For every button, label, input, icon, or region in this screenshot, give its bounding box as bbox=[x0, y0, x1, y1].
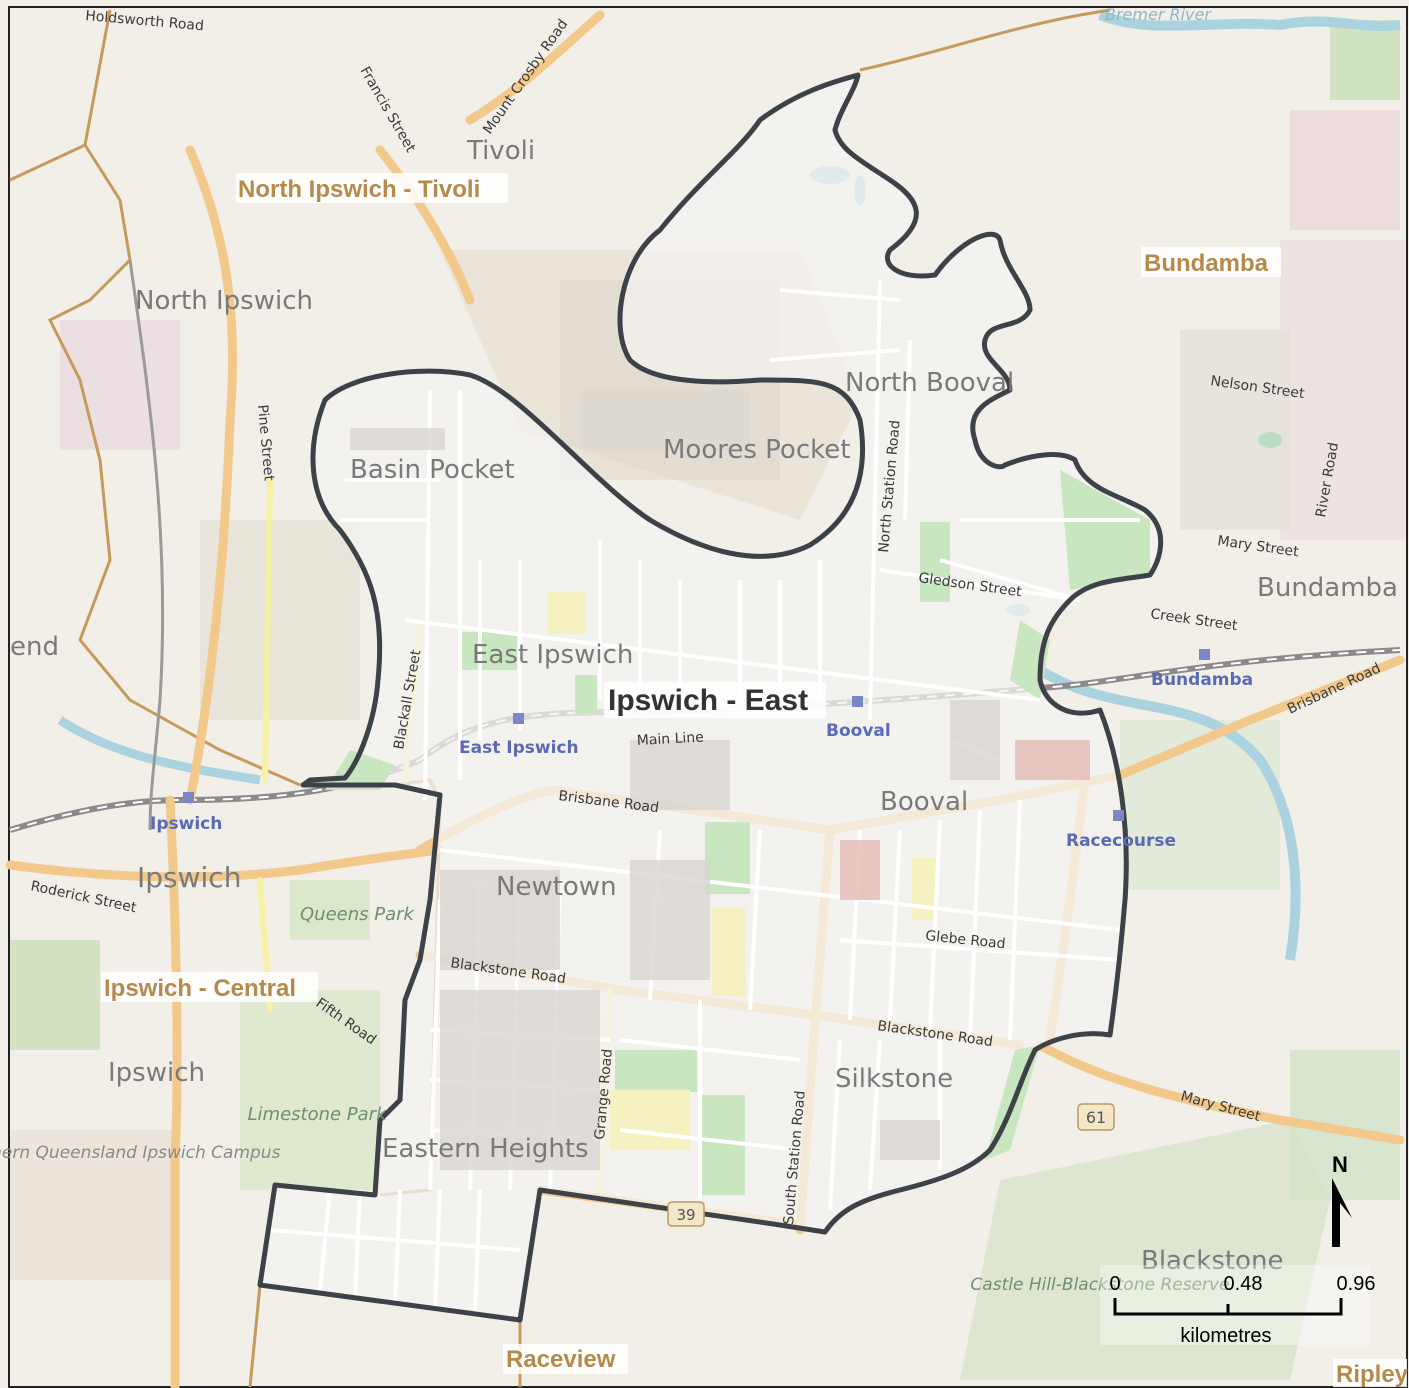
road-shield-39: 39 bbox=[667, 1201, 705, 1227]
suburb-basin-pocket: Basin Pocket bbox=[350, 455, 515, 485]
suburb-end: end bbox=[10, 632, 59, 662]
station-racecourse: Racecourse bbox=[1066, 831, 1176, 851]
suburb-booval: Booval bbox=[880, 787, 968, 817]
station-bundamba: Bundamba bbox=[1151, 670, 1253, 690]
suburb-newtown: Newtown bbox=[496, 872, 617, 902]
north-arrow-icon bbox=[1332, 1178, 1352, 1247]
scale-bar: 0 0.48 0.96 kilometres bbox=[1100, 1265, 1375, 1347]
study-area-boundary bbox=[257, 72, 1164, 1323]
suburb-blackstone: Blackstone bbox=[1141, 1246, 1283, 1276]
park-queens-park: Queens Park bbox=[300, 904, 416, 925]
suburb-tivoli: Tivoli bbox=[466, 136, 535, 166]
park-limestone-park: Limestone Park bbox=[248, 1104, 389, 1125]
buildings bbox=[350, 390, 1090, 1170]
station-labels: East Ipswich Booval Bundamba Ipswich Rac… bbox=[150, 670, 1253, 851]
suburb-moores-pocket: Moores Pocket bbox=[663, 435, 850, 465]
scale-tick-0: 0 bbox=[1109, 1273, 1120, 1295]
suburb-ipswich-south: Ipswich bbox=[108, 1058, 205, 1088]
scale-tick-1: 0.48 bbox=[1224, 1273, 1263, 1295]
road-shield-61: 61 bbox=[1077, 1103, 1115, 1131]
station-ipswich: Ipswich bbox=[150, 814, 222, 834]
road-shield-61-label: 61 bbox=[1086, 1108, 1106, 1127]
scale-bar-line bbox=[1113, 1298, 1343, 1316]
suburb-east-ipswich: East Ipswich bbox=[472, 640, 633, 670]
station-booval: Booval bbox=[826, 721, 891, 741]
suburb-ipswich: Ipswich bbox=[137, 861, 241, 894]
suburb-eastern-heights: Eastern Heights bbox=[382, 1134, 589, 1164]
suburb-north-booval: North Booval bbox=[845, 368, 1014, 398]
park-castle-hill: Castle Hill-Blackstone Reserve bbox=[970, 1275, 1229, 1295]
map-title: Ipswich - East bbox=[608, 684, 808, 717]
north-arrow: N bbox=[1332, 1152, 1352, 1247]
river-label-bremer: Bremer River bbox=[1105, 5, 1212, 24]
station-markers bbox=[183, 649, 1210, 821]
suburb-silkstone: Silkstone bbox=[835, 1064, 953, 1094]
station-east-ipswich: East Ipswich bbox=[459, 738, 579, 758]
map-frame bbox=[8, 6, 1408, 1388]
region-bundamba: Bundamba bbox=[1144, 250, 1269, 277]
street-grange-road: Grange Road bbox=[592, 1048, 616, 1140]
suburb-north-ipswich: North Ipswich bbox=[135, 286, 313, 316]
region-labels: North Ipswich - Tivoli Bundamba Ipswich … bbox=[101, 173, 1409, 1388]
scale-tick-2: 0.96 bbox=[1337, 1273, 1376, 1295]
park-usq-ipswich: University of Southern Queensland Ipswic… bbox=[0, 1143, 281, 1163]
region-raceview: Raceview bbox=[506, 1346, 616, 1373]
road-shield-39-label: 39 bbox=[676, 1206, 695, 1224]
suburb-bundamba: Bundamba bbox=[1257, 573, 1398, 603]
region-north-ipswich-tivoli: North Ipswich - Tivoli bbox=[238, 176, 480, 203]
north-label: N bbox=[1332, 1152, 1348, 1177]
street-main-line: Main Line bbox=[636, 730, 704, 749]
region-ipswich-central: Ipswich - Central bbox=[104, 975, 296, 1002]
region-ripley: Ripley bbox=[1336, 1361, 1409, 1388]
scale-unit: kilometres bbox=[1180, 1325, 1271, 1347]
street-pine-street: Pine Street bbox=[254, 404, 277, 482]
park-labels: Queens Park Limestone Park University of… bbox=[0, 904, 1230, 1295]
suburb-labels: Tivoli North Ipswich North Booval Moores… bbox=[10, 136, 1398, 1276]
